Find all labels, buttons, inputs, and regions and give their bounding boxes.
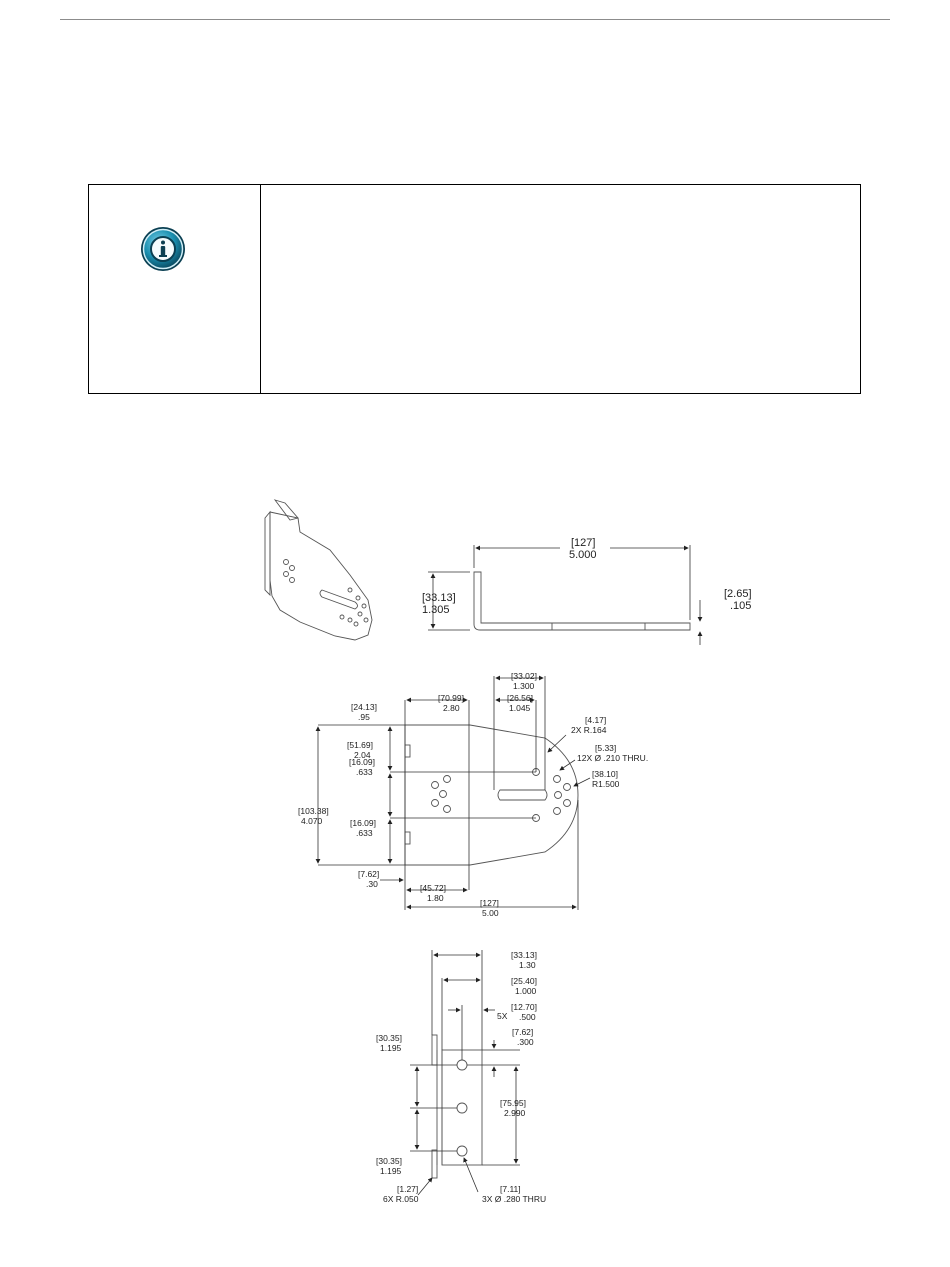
dim-s7-in: 1.195	[380, 1166, 402, 1176]
dim-d5-mm: [4.17]	[585, 715, 606, 725]
dim-s9-in: 3X Ø .280 THRU	[482, 1194, 546, 1204]
dim-width-mm: [127]	[571, 537, 595, 549]
dim-s3-in: .500	[519, 1012, 536, 1022]
top-view: [127] 5.000 [33.13] 1.305 [2.65] .105	[422, 537, 752, 645]
dim-s3-prefix: 5X	[497, 1011, 508, 1021]
dim-s6-in: 2.990	[504, 1108, 526, 1118]
dim-height-in: 1.305	[422, 604, 450, 616]
header-rule	[60, 19, 890, 20]
dim-thick-mm: [2.65]	[724, 588, 752, 600]
dim-s8-in: 6X R.050	[383, 1194, 419, 1204]
dim-d13-mm: [45.72]	[420, 883, 446, 893]
dim-d9-mm: [16.09]	[349, 757, 375, 767]
dim-s4-mm: [7.62]	[512, 1027, 533, 1037]
dim-d12-in: .30	[366, 879, 378, 889]
dim-s2-in: 1.000	[515, 986, 537, 996]
isometric-view	[264, 499, 373, 641]
dim-d1-in: 1.300	[513, 681, 535, 691]
dim-d2-in: 2.80	[443, 703, 460, 713]
dim-d2-mm: [70.99]	[438, 693, 464, 703]
dim-s4-in: .300	[517, 1037, 534, 1047]
dim-s6-mm: [75.95]	[500, 1098, 526, 1108]
dim-d1-mm: [33.02]	[511, 671, 537, 681]
dim-d11-in: .633	[356, 828, 373, 838]
dim-s5-mm: [30.35]	[376, 1033, 402, 1043]
dim-s8-mm: [1.27]	[397, 1184, 418, 1194]
info-note-box	[88, 184, 861, 394]
dim-s2-mm: [25.40]	[511, 976, 537, 986]
dim-d10-in: 4.070	[301, 816, 323, 826]
dim-d8-in: R1.500	[592, 779, 620, 789]
dim-s1-mm: [33.13]	[511, 950, 537, 960]
dim-d9-in: .633	[356, 767, 373, 777]
dim-d7-mm: [51.69]	[347, 740, 373, 750]
dim-thick-in: .105	[730, 600, 751, 612]
dim-s5-in: 1.195	[380, 1043, 402, 1053]
side-view: [33.13] 1.30 [25.40] 1.000 5X [12.70] .5…	[376, 950, 546, 1204]
dim-d6-in: 12X Ø .210 THRU.	[577, 753, 648, 763]
dim-d13-in: 1.80	[427, 893, 444, 903]
dim-d3-in: 1.045	[509, 703, 531, 713]
dim-d14-in: 5.00	[482, 908, 499, 918]
info-icon	[141, 227, 185, 271]
dim-s3-mm: [12.70]	[511, 1002, 537, 1012]
dim-d10-mm: [103.38]	[298, 806, 329, 816]
dim-d14-mm: [127]	[480, 898, 499, 908]
plan-view: [33.02] 1.300 [70.99] 2.80 [26.56] 1.045…	[298, 671, 648, 918]
dim-height-mm: [33.13]	[422, 592, 456, 604]
dim-d6-mm: [5.33]	[595, 743, 616, 753]
dim-d4-in: .95	[358, 712, 370, 722]
dim-d11-mm: [16.09]	[350, 818, 376, 828]
dim-s7-mm: [30.35]	[376, 1156, 402, 1166]
note-divider	[260, 185, 261, 393]
dim-d3-mm: [26.56]	[507, 693, 533, 703]
dim-width-in: 5.000	[569, 549, 597, 561]
dim-d5-in: 2X R.164	[571, 725, 607, 735]
dim-d4-mm: [24.13]	[351, 702, 377, 712]
dim-d7-in: 2.04	[354, 750, 371, 760]
dim-d8-mm: [38.10]	[592, 769, 618, 779]
dim-s1-in: 1.30	[519, 960, 536, 970]
dim-s9-mm: [7.11]	[500, 1184, 521, 1194]
dim-d12-mm: [7.62]	[358, 869, 379, 879]
